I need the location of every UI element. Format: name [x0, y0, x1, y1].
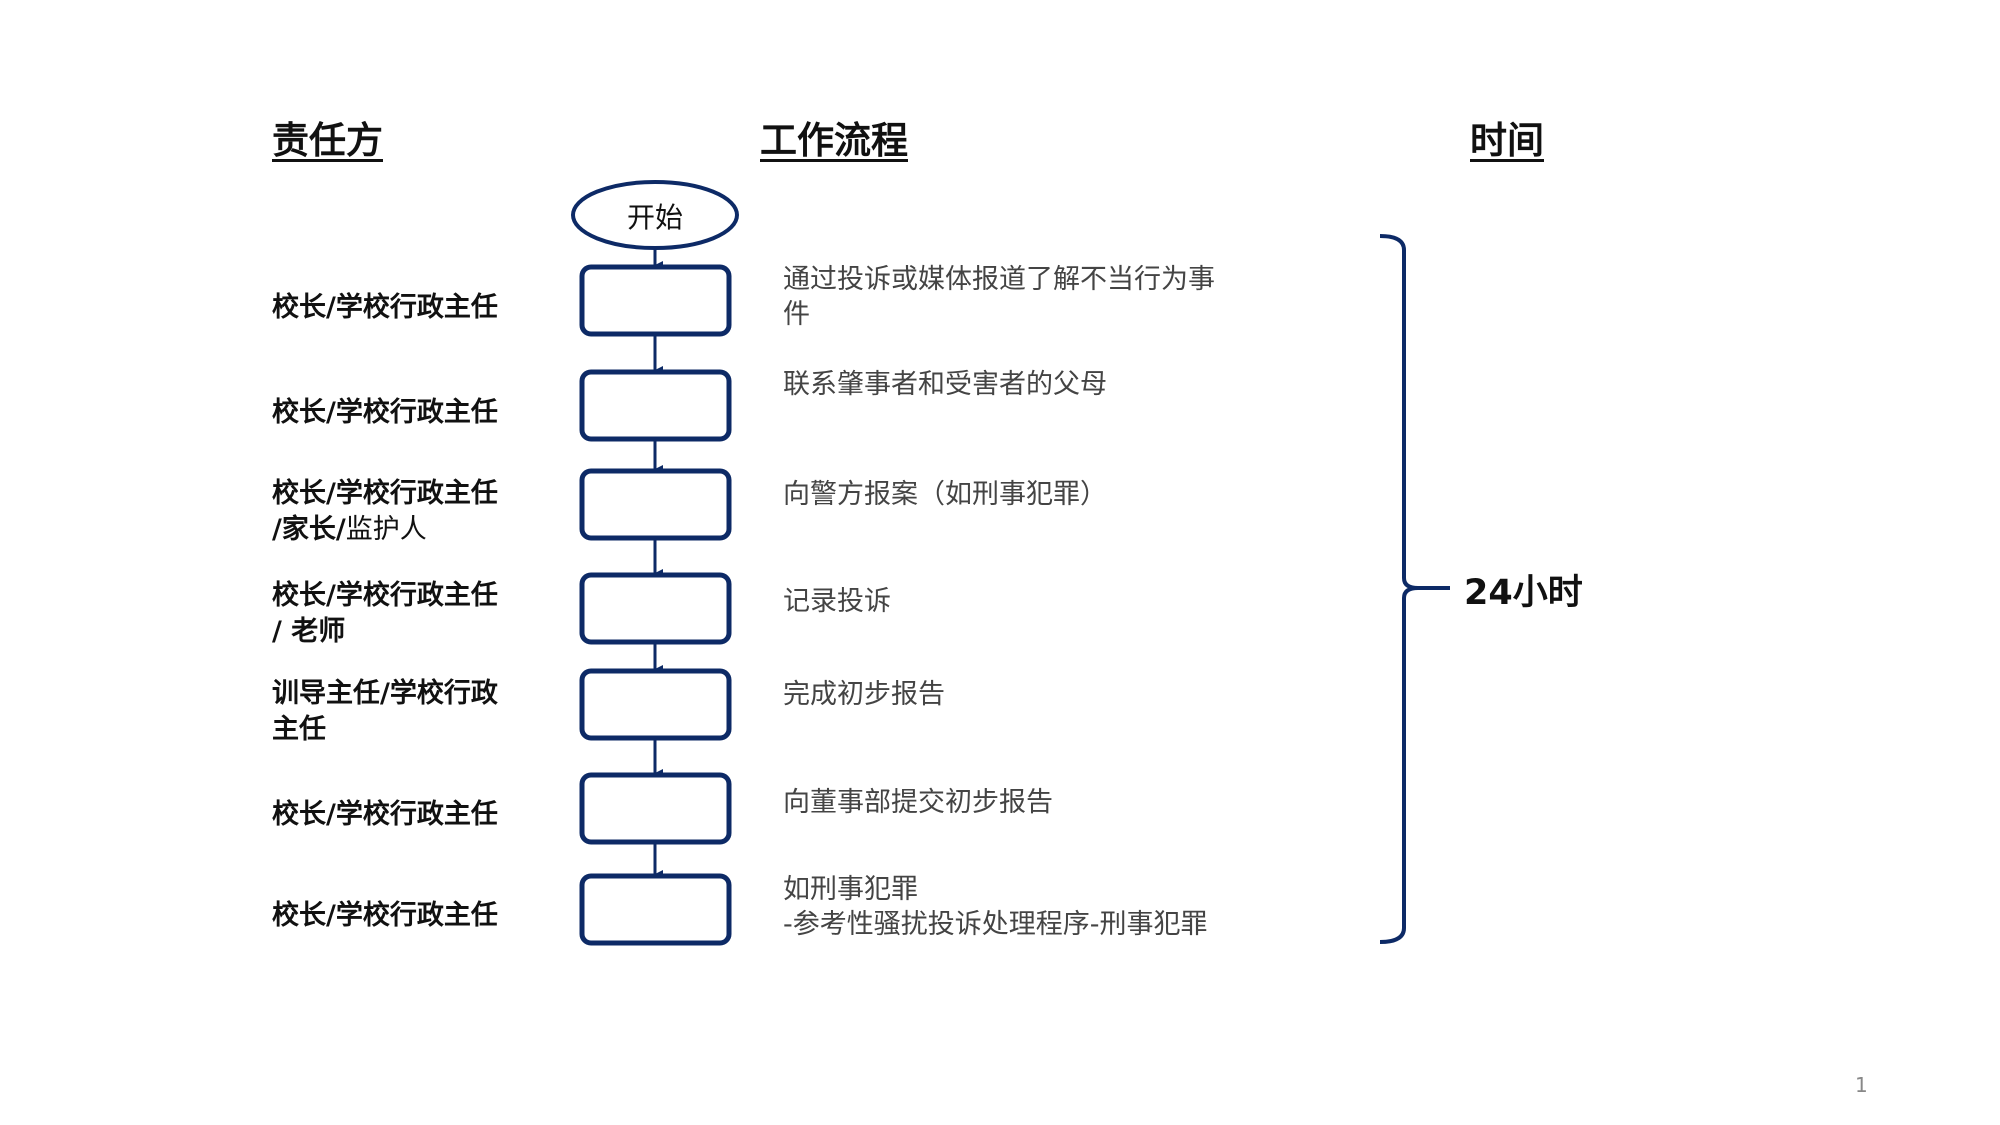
start-label: 开始 [627, 201, 684, 234]
description-line: 记录投诉 [783, 586, 891, 617]
step-responsible: 校长/学校行政主任 [272, 290, 498, 326]
step-description: 联系肇事者和受害者的父母 [783, 367, 1263, 402]
process-box [579, 264, 732, 337]
step-description: 向董事部提交初步报告 [783, 785, 1263, 820]
step-description: 向警方报案（如刑事犯罪） [783, 477, 1263, 512]
description-line: 如刑事犯罪 [783, 874, 918, 905]
responsible-text: 校长/学校行政主任 [272, 900, 498, 931]
step-responsible: 校长/学校行政主任 [272, 395, 498, 431]
step-description: 记录投诉 [783, 584, 1263, 619]
process-box [579, 468, 732, 541]
page-number: 1 [1855, 1073, 1868, 1097]
responsible-text: 校长/学校行政主任 [272, 478, 498, 509]
time-label: 24小时 [1464, 573, 1583, 613]
description-line: 联系肇事者和受害者的父母 [783, 369, 1107, 400]
responsible-text: / 老师 [272, 616, 346, 647]
description-line: 通过投诉或媒体报道了解不当行为事 [783, 264, 1215, 295]
responsible-text: 主任 [272, 714, 326, 745]
header-responsible: 责任方 [272, 119, 383, 162]
step-description: 如刑事犯罪 -参考性骚扰投诉处理程序-刑事犯罪 [783, 872, 1263, 942]
step-responsible: 校长/学校行政主任 [272, 797, 498, 833]
description-line: -参考性骚扰投诉处理程序-刑事犯罪 [783, 909, 1208, 940]
process-box [579, 369, 732, 442]
step-description: 完成初步报告 [783, 677, 1263, 712]
process-box [579, 873, 732, 946]
responsible-text: 训导主任/学校行政 [272, 678, 498, 709]
header-workflow: 工作流程 [760, 119, 908, 162]
process-box [579, 572, 732, 645]
description-line: 件 [783, 299, 810, 330]
step-responsible: 校长/学校行政主任 [272, 898, 498, 934]
process-box [579, 668, 732, 741]
step-responsible: 校长/学校行政主任 / 老师 [272, 578, 498, 650]
step-responsible: 训导主任/学校行政主任 [272, 676, 498, 748]
description-line: 向董事部提交初步报告 [783, 787, 1053, 818]
description-line: 完成初步报告 [783, 679, 945, 710]
description-line: 向警方报案（如刑事犯罪） [783, 479, 1107, 510]
responsible-extra: 监护人 [345, 514, 427, 545]
process-box [579, 772, 732, 845]
responsible-text: 校长/学校行政主任 [272, 799, 498, 830]
header-time: 时间 [1470, 119, 1544, 162]
responsible-text: 校长/学校行政主任 [272, 292, 498, 323]
responsible-text: 校长/学校行政主任 [272, 580, 498, 611]
responsible-text: /家长/ [272, 514, 346, 545]
step-responsible: 校长/学校行政主任/家长/监护人 [272, 476, 498, 548]
curly-bracket [1379, 234, 1450, 944]
responsible-text: 校长/学校行政主任 [272, 397, 498, 428]
step-description: 通过投诉或媒体报道了解不当行为事件 [783, 262, 1263, 332]
